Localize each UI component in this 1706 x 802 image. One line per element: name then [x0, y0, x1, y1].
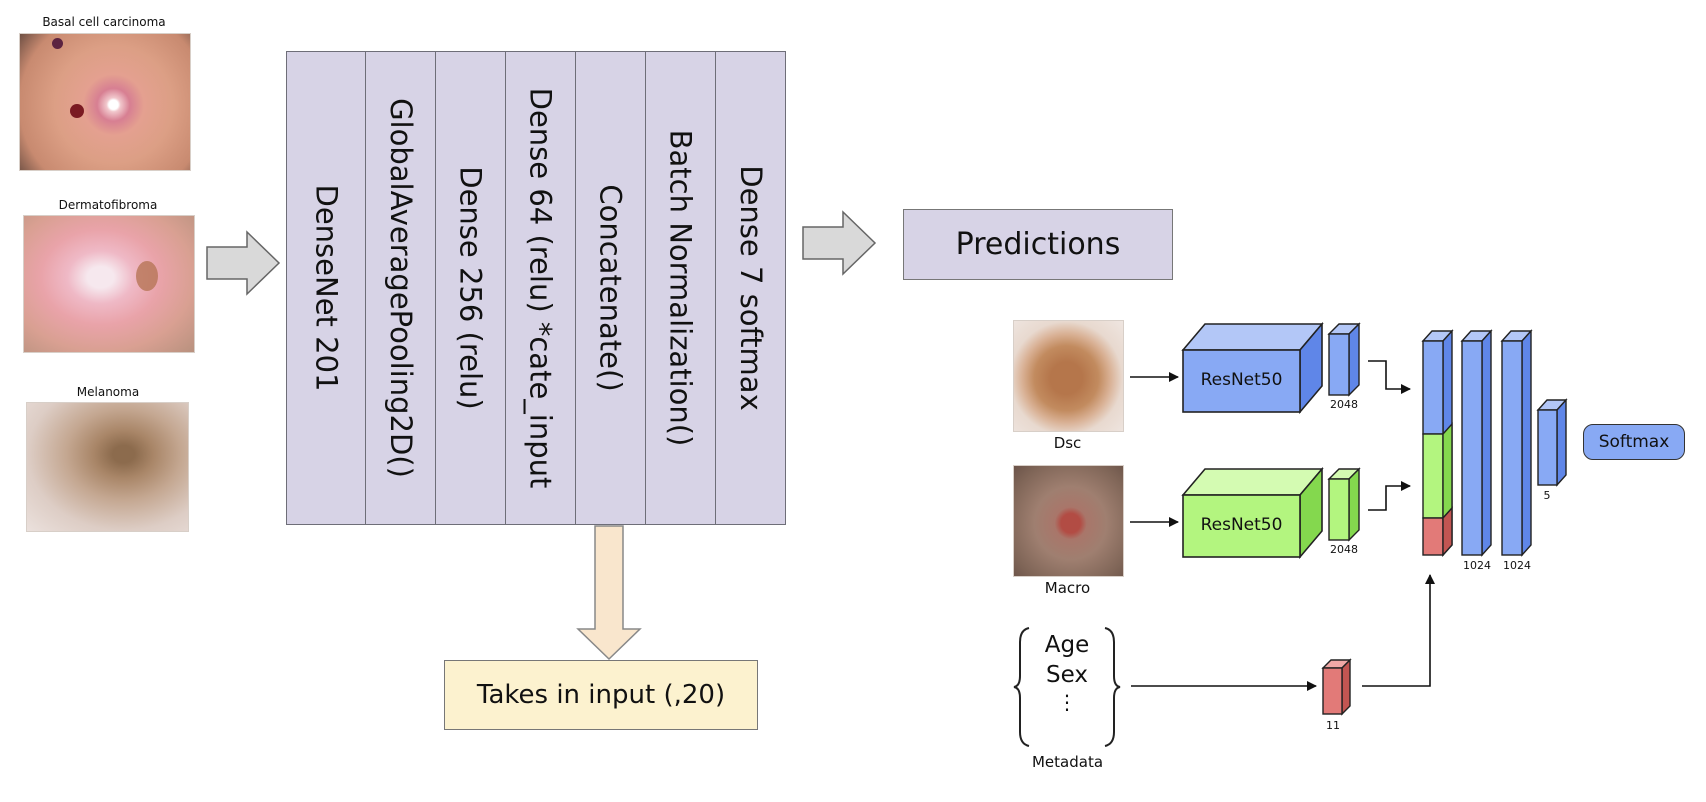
- layer-concatenate: Concatenate(): [575, 51, 646, 525]
- dense-layer-2: [1500, 329, 1533, 557]
- predictions-box: Predictions: [903, 209, 1173, 280]
- arrow-down-icon: [576, 525, 642, 661]
- metadata-label: Metadata: [1031, 753, 1104, 771]
- resnet-top-block: [1181, 321, 1324, 415]
- metadata-ellipsis: ⋮: [1057, 690, 1077, 714]
- dim-label-fc2: 1024: [1503, 559, 1531, 572]
- image-caption-basal-cell: Basal cell carcinoma: [42, 15, 166, 29]
- skin-image-melanoma: [26, 402, 189, 532]
- skin-image-dermatofibroma: [23, 215, 195, 353]
- dim-label-metadata: 11: [1326, 719, 1340, 732]
- concatenated-vector: [1421, 329, 1454, 557]
- dsc-label: Dsc: [1053, 434, 1082, 452]
- left-brace-icon: [1013, 627, 1030, 747]
- layer-global-average-pooling: GlobalAveragePooling2D(): [365, 51, 436, 525]
- right-brace-icon: [1104, 627, 1121, 747]
- layer-batch-normalization: Batch Normalization(): [645, 51, 716, 525]
- macro-image: [1013, 465, 1124, 577]
- arrow-right-icon: [802, 210, 877, 276]
- skin-image-basal-cell: [19, 33, 191, 171]
- softmax-box: Softmax: [1583, 424, 1685, 460]
- connector-bottom: [1368, 481, 1411, 511]
- macro-label: Macro: [1044, 579, 1091, 597]
- dermoscopic-image: [1013, 320, 1124, 432]
- metadata-age: Age: [1044, 632, 1090, 658]
- multimodal-network-diagram: [1130, 321, 1568, 716]
- dim-label-fc1: 1024: [1463, 559, 1491, 572]
- metadata-sex: Sex: [1046, 662, 1088, 688]
- layer-dense64: Dense 64 (relu) *cate_input: [505, 51, 576, 525]
- feature-vector-top: [1327, 322, 1361, 397]
- output-layer: [1536, 398, 1568, 487]
- resnet-top-label: ResNet50: [1200, 370, 1283, 390]
- layer-dense7-softmax: Dense 7 softmax: [715, 51, 786, 525]
- layer-dense256: Dense 256 (relu): [435, 51, 506, 525]
- layer-densenet201: DenseNet 201: [286, 51, 366, 525]
- image-caption-dermatofibroma: Dermatofibroma: [58, 198, 158, 212]
- metadata-vector: [1321, 658, 1352, 716]
- input-shape-box: Takes in input (,20): [444, 660, 758, 730]
- image-caption-melanoma: Melanoma: [76, 385, 140, 399]
- connector-metadata: [1362, 574, 1435, 687]
- resnet-bottom-block: [1181, 466, 1324, 560]
- feature-vector-bottom: [1327, 467, 1361, 542]
- arrow-right-icon: [206, 230, 281, 296]
- connector-top: [1368, 360, 1411, 394]
- resnet-bottom-label: ResNet50: [1200, 515, 1283, 535]
- dense-layer-1: [1460, 329, 1493, 557]
- dim-label-bottom: 2048: [1330, 543, 1358, 556]
- dim-label-top: 2048: [1330, 398, 1358, 411]
- dim-label-output: 5: [1543, 489, 1551, 502]
